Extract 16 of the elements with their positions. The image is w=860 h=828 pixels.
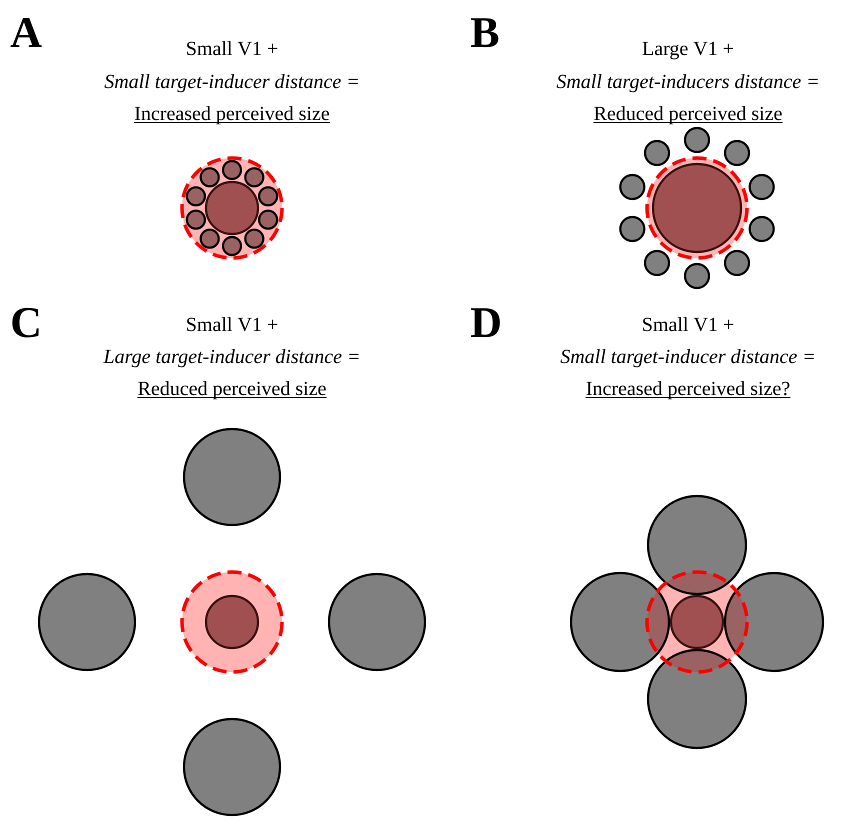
heading-text: Large V1 + [642, 42, 734, 60]
panel-letter: B [470, 18, 498, 48]
heading-text: Reduced perceived size [136, 381, 328, 400]
heading-text: Small target-inducer distance = [560, 349, 814, 368]
panel-letter: A [10, 18, 42, 47]
heading-text: Increased perceived size [134, 106, 330, 124]
panel-letter: C [12, 308, 39, 338]
heading-text: Large target-inducer distance = [103, 349, 359, 368]
heading-text: Increased perceived size? [585, 381, 791, 400]
heading-text: Reduced perceived size [592, 106, 784, 124]
heading-text: Small V1 + [187, 317, 278, 332]
heading-text: Small target-inducers distance = [556, 74, 818, 92]
heading-text: Small V1 + [643, 317, 734, 332]
heading-text: Small target-inducer distance = [104, 74, 358, 92]
panel-letter: D [470, 308, 500, 338]
heading-text: Small V1 + [187, 41, 278, 56]
